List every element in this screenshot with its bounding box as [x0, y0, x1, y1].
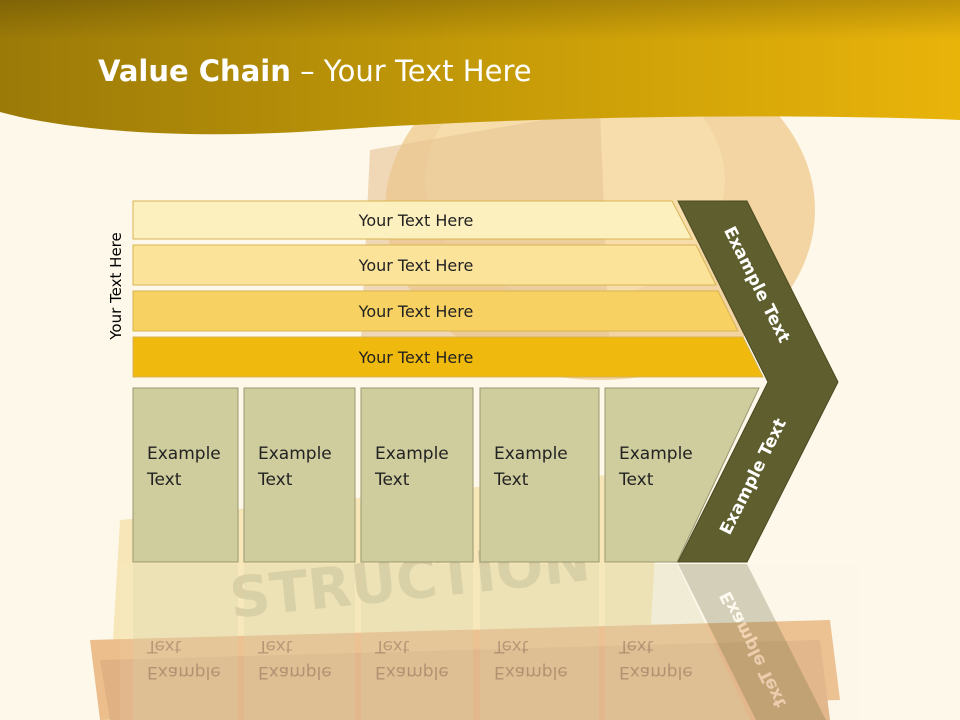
reflected-chevron	[678, 564, 826, 720]
reflected-column-line1: Example	[258, 662, 332, 682]
reflected-column	[480, 564, 599, 720]
reflected-column-line2: Text	[374, 636, 410, 656]
reflection-fade	[120, 564, 860, 720]
reflected-column-line2: Text	[618, 636, 654, 656]
reflected-column-line1: Example	[494, 662, 568, 682]
column-label-line2: Text	[257, 470, 293, 490]
column-label-line1: Example	[494, 444, 568, 464]
column-label-line1: Example	[619, 444, 693, 464]
value-row-2	[132, 244, 717, 286]
title-bold: Value Chain	[98, 54, 291, 88]
chevron-arrow	[677, 200, 839, 563]
reflected-column	[133, 564, 238, 720]
column-label-line1: Example	[258, 444, 332, 464]
support-column-1	[132, 387, 239, 563]
value-row-4	[132, 336, 764, 378]
column-label-line2: Text	[146, 470, 182, 490]
side-label-text: Your Text Here	[107, 232, 125, 340]
support-column-4	[479, 387, 600, 563]
value-row-3	[132, 290, 739, 332]
reflected-column-line1: Example	[375, 662, 449, 682]
reflected-column-line1: Example	[619, 662, 693, 682]
reflected-column	[361, 564, 473, 720]
reflected-column-line2: Text	[257, 636, 293, 656]
reflected-column	[244, 564, 355, 720]
support-column-2	[243, 387, 356, 563]
value-row-label: Your Text Here	[358, 256, 474, 275]
column-label-line2: Text	[374, 470, 410, 490]
reflected-column-line2: Text	[493, 636, 529, 656]
column-label-line2: Text	[618, 470, 654, 490]
support-column-5	[604, 387, 760, 563]
support-column-3	[360, 387, 474, 563]
column-label-line2: Text	[493, 470, 529, 490]
column-label-line1: Example	[375, 444, 449, 464]
value-row-1	[132, 200, 693, 240]
reflected-column-line2: Text	[146, 636, 182, 656]
title-rest: – Your Text Here	[290, 54, 532, 88]
reflected-column	[605, 564, 751, 720]
value-row-label: Your Text Here	[358, 348, 474, 367]
value-row-label: Your Text Here	[358, 302, 474, 321]
value-row-label: Your Text Here	[358, 211, 474, 230]
reflected-column-line1: Example	[147, 662, 221, 682]
slide-title: Value Chain – Your Text Here	[98, 54, 532, 88]
column-label-line1: Example	[147, 444, 221, 464]
